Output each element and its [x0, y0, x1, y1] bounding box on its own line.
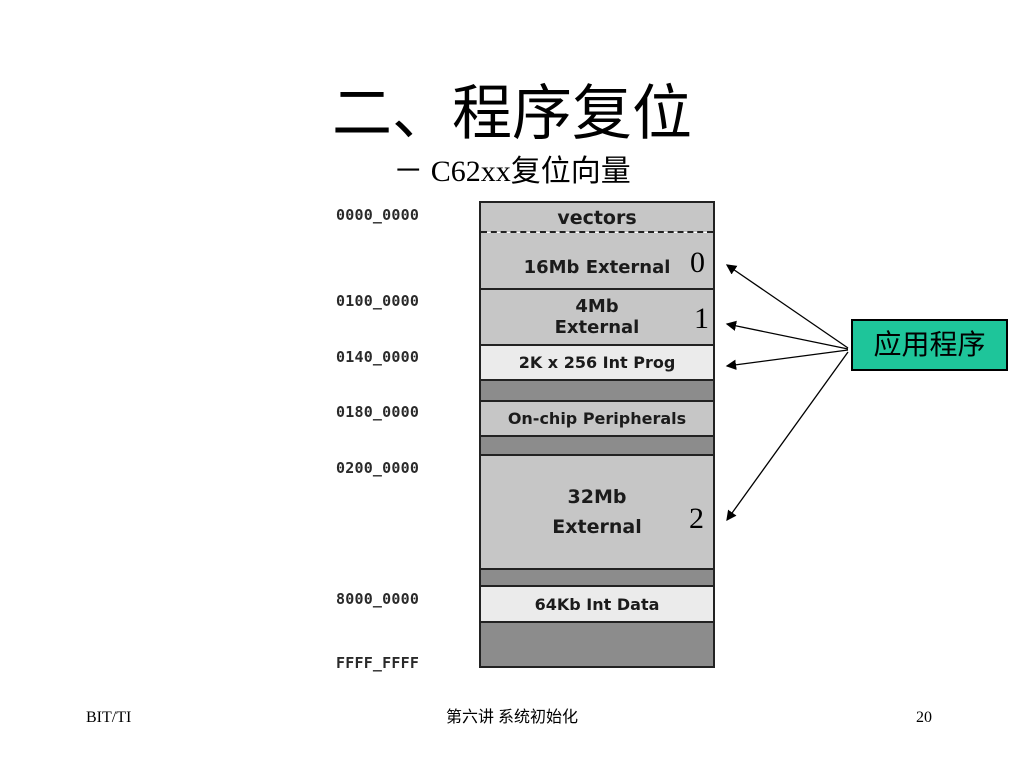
block-label: 64Kb Int Data — [534, 594, 660, 614]
block-4mb-external: 4Mb External — [481, 288, 713, 344]
slide-subtitle: － C62xx复位向量 — [393, 155, 631, 188]
address-label: 0100_0000 — [336, 292, 420, 310]
block-label: 4Mb — [575, 296, 619, 317]
arrow-line — [725, 264, 849, 349]
block-label: 16Mb External — [523, 257, 671, 278]
block-label: vectors — [557, 206, 637, 229]
footer-left: BIT/TI — [86, 709, 132, 726]
address-label: 0200_0000 — [336, 459, 420, 477]
block-label: On-chip Peripherals — [507, 409, 687, 428]
block-16mb-external: 16Mb External — [481, 233, 713, 288]
callout-application-program: 应用程序 — [851, 319, 1008, 371]
marker-2: 2 — [689, 502, 704, 535]
marker-0: 0 — [690, 246, 705, 279]
block-label: External — [554, 317, 640, 338]
memory-map: vectors 16Mb External 4Mb External 2K x … — [479, 201, 715, 668]
vectors-divider — [481, 231, 713, 233]
block-label: 2K x 256 Int Prog — [518, 353, 676, 372]
block-reserved — [481, 437, 713, 456]
marker-1: 1 — [694, 302, 709, 335]
arrow-line — [725, 349, 849, 370]
block-reserved — [481, 381, 713, 400]
block-int-data: 64Kb Int Data — [481, 587, 713, 623]
address-label: 0000_0000 — [336, 206, 420, 224]
address-label: 8000_0000 — [336, 590, 420, 608]
block-vectors: vectors — [481, 201, 713, 232]
block-32mb-external: 32Mb External — [481, 456, 713, 568]
address-label: 0180_0000 — [336, 403, 420, 421]
block-label: External — [552, 516, 642, 538]
footer-center: 第六讲 系统初始化 — [445, 709, 578, 726]
arrow-line — [725, 320, 849, 350]
block-int-prog: 2K x 256 Int Prog — [481, 344, 713, 381]
footer-page-number: 20 — [916, 709, 932, 726]
arrow-line — [726, 351, 849, 522]
block-peripherals: On-chip Peripherals — [481, 400, 713, 437]
block-reserved — [481, 568, 713, 587]
block-reserved — [481, 623, 713, 668]
slide-title: 二、程序复位 — [332, 79, 692, 149]
address-label: FFFF_FFFF — [336, 654, 420, 672]
block-label: 32Mb — [567, 486, 627, 508]
address-label: 0140_0000 — [336, 348, 420, 366]
